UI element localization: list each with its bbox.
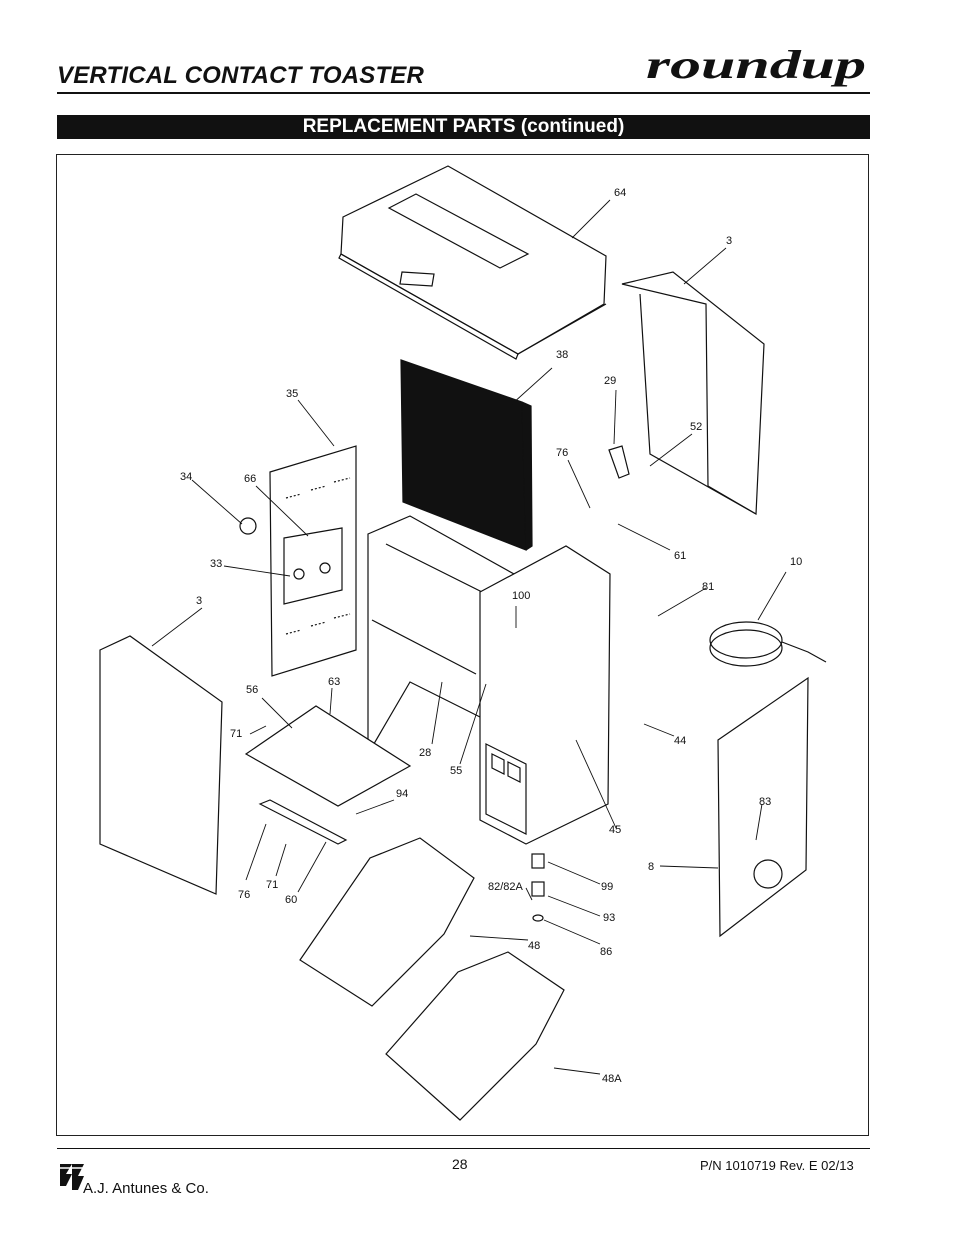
callout-label: 61 bbox=[674, 550, 686, 562]
front-panel-part-35 bbox=[269, 445, 357, 677]
section-heading: REPLACEMENT PARTS (continued) bbox=[57, 115, 870, 139]
foot-part-99 bbox=[531, 853, 545, 869]
callout-label: 52 bbox=[690, 421, 702, 433]
callout-label: 64 bbox=[614, 187, 626, 199]
callout-label: 82/82A bbox=[488, 881, 524, 893]
callout-label: 100 bbox=[512, 590, 530, 602]
callout-label: 48A bbox=[602, 1073, 622, 1085]
callout-label: 76 bbox=[238, 889, 250, 901]
power-cord-part-10 bbox=[709, 621, 827, 667]
antunes-logo bbox=[58, 1164, 86, 1190]
callout-label: 10 bbox=[790, 556, 802, 568]
callout-label: 35 bbox=[286, 388, 298, 400]
callout-label: 66 bbox=[244, 473, 256, 485]
bar-part-60 bbox=[258, 799, 348, 845]
callout-label: 48 bbox=[528, 940, 540, 952]
side-panel-part-3-right bbox=[621, 271, 765, 516]
callout-label: 3 bbox=[196, 595, 202, 607]
part-number: P/N 1010719 Rev. E 02/13 bbox=[700, 1158, 854, 1173]
callout-label: 71 bbox=[266, 879, 278, 891]
diagram-frame bbox=[56, 154, 869, 1136]
callout-label: 93 bbox=[603, 912, 615, 924]
callout-label: 99 bbox=[601, 881, 613, 893]
brand-logo-text: roundup bbox=[646, 44, 866, 87]
callout-label: 55 bbox=[450, 765, 462, 777]
header-rule bbox=[57, 92, 870, 94]
side-panel-part-3-left bbox=[99, 635, 223, 895]
callout-label: 71 bbox=[230, 728, 242, 740]
callout-label: 38 bbox=[556, 349, 568, 361]
callout-labels: 64 3 38 29 35 52 76 34 66 61 33 10 81 10… bbox=[180, 187, 802, 1085]
knob-part-34 bbox=[239, 517, 257, 535]
callout-label: 3 bbox=[726, 235, 732, 247]
callout-label: 45 bbox=[609, 824, 621, 836]
callout-label: 34 bbox=[180, 471, 192, 483]
company-name: A.J. Antunes & Co. bbox=[83, 1180, 209, 1197]
callout-label: 83 bbox=[759, 796, 771, 808]
page-number: 28 bbox=[452, 1156, 468, 1172]
top-cover-part-64 bbox=[338, 165, 607, 360]
control-box bbox=[479, 545, 611, 845]
callout-label: 60 bbox=[285, 894, 297, 906]
washer-part-86 bbox=[532, 914, 544, 922]
bracket-part-29 bbox=[608, 445, 630, 479]
callout-label: 29 bbox=[604, 375, 616, 387]
page-title: VERTICAL CONTACT TOASTER bbox=[57, 62, 425, 89]
crumb-tray-part-48 bbox=[299, 837, 475, 1007]
callout-label: 8 bbox=[648, 861, 654, 873]
rear-panel-part-8 bbox=[717, 676, 809, 938]
roundup-logo: roundup bbox=[646, 44, 866, 87]
callout-label: 76 bbox=[556, 447, 568, 459]
exploded-parts-diagram: 64 3 38 29 35 52 76 34 66 61 33 10 81 10… bbox=[99, 165, 827, 1121]
footer-rule bbox=[57, 1148, 870, 1149]
callout-label: 56 bbox=[246, 684, 258, 696]
tray-part-56 bbox=[244, 705, 412, 807]
callout-label: 81 bbox=[702, 581, 714, 593]
callout-label: 94 bbox=[396, 788, 408, 800]
foot-part-93 bbox=[531, 881, 545, 897]
callout-label: 86 bbox=[600, 946, 612, 958]
callout-label: 63 bbox=[328, 676, 340, 688]
callout-label: 28 bbox=[419, 747, 431, 759]
crumb-tray-part-48a bbox=[385, 951, 565, 1121]
callout-label: 33 bbox=[210, 558, 222, 570]
callout-label: 44 bbox=[674, 735, 686, 747]
